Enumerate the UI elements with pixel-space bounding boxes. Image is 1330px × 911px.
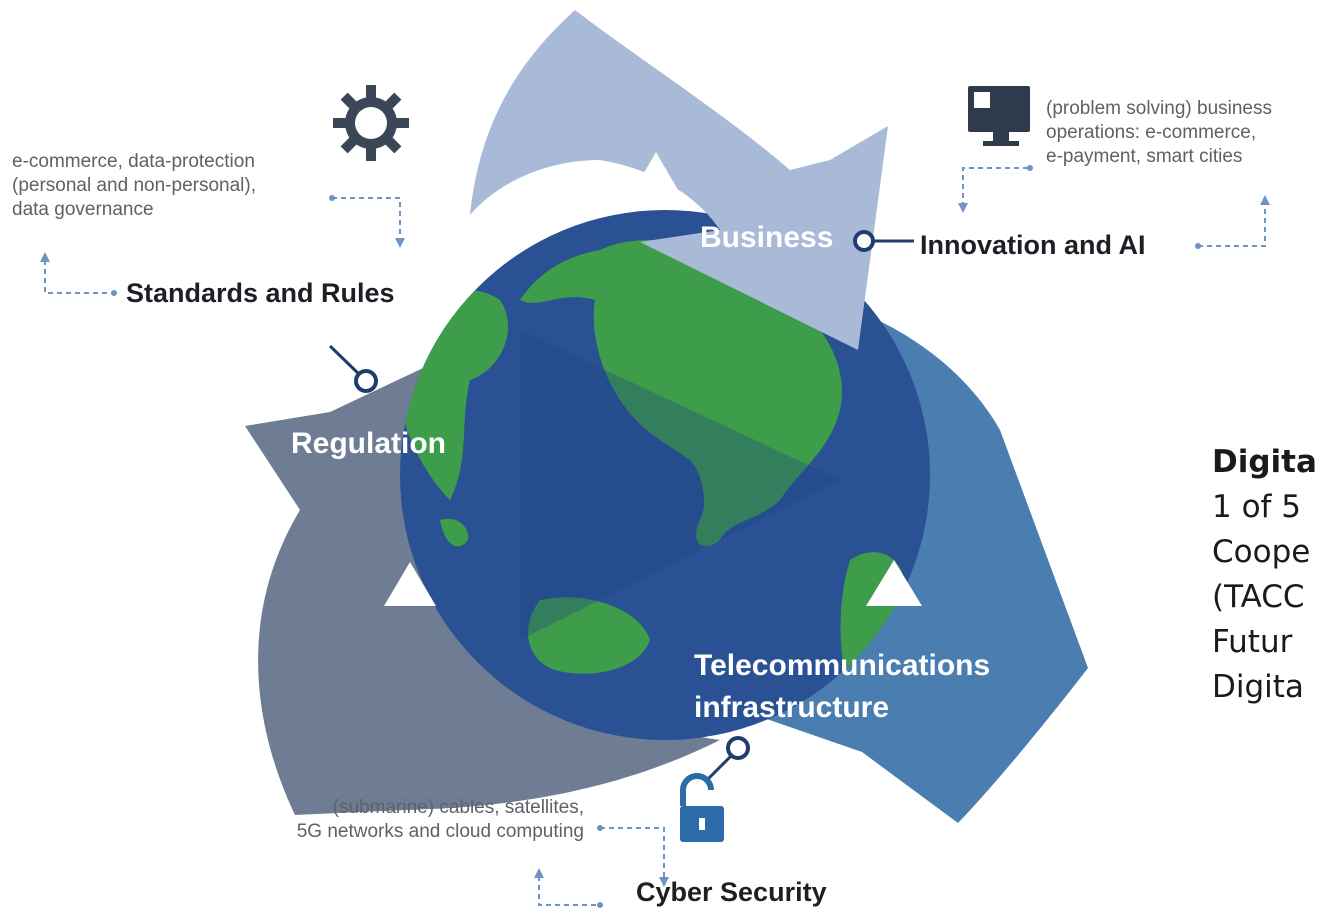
innovation-and-ai-label: Innovation and AI bbox=[920, 230, 1146, 260]
innovation-note-line: operations: e-commerce, bbox=[1046, 122, 1257, 143]
side-caption-heading: Digita bbox=[1212, 444, 1317, 480]
leader-lines bbox=[44, 167, 1266, 906]
leader-arrowheads bbox=[40, 195, 1270, 887]
side-caption: Digita 1 of 5 Coope (TACC Futur Digita bbox=[1212, 440, 1317, 710]
padlock-icon bbox=[680, 773, 724, 842]
gear-icon bbox=[333, 85, 409, 161]
standards-note-line: data governance bbox=[12, 199, 154, 220]
standards-note: e-commerce, data-protection (personal an… bbox=[12, 150, 256, 222]
side-caption-line: Futur bbox=[1212, 624, 1293, 660]
business-connector bbox=[853, 230, 914, 252]
cyber-note-line: 5G networks and cloud computing bbox=[296, 821, 584, 842]
standards-note-line: (personal and non-personal), bbox=[12, 175, 256, 196]
telecom-label-line1: Telecommunications bbox=[694, 649, 991, 682]
side-caption-line: (TACC bbox=[1212, 579, 1305, 615]
leader-dots bbox=[111, 165, 1201, 908]
cyber-note-line: (submarine) cables, satellites, bbox=[332, 797, 584, 818]
innovation-note-line: (problem solving) business bbox=[1046, 98, 1272, 119]
triangle-top bbox=[634, 152, 678, 190]
business-label: Business bbox=[700, 221, 834, 254]
continent-islands bbox=[440, 518, 469, 547]
side-caption-line: Coope bbox=[1212, 534, 1311, 570]
cyber-note: (submarine) cables, satellites, 5G netwo… bbox=[224, 796, 584, 844]
telecom-label-line2: infrastructure bbox=[694, 691, 890, 724]
standards-note-line: e-commerce, data-protection bbox=[12, 151, 255, 172]
side-caption-line: Digita bbox=[1212, 669, 1304, 705]
globe bbox=[400, 210, 930, 740]
innovation-note-line: e-payment, smart cities bbox=[1046, 146, 1243, 167]
regulation-connector bbox=[328, 344, 378, 393]
cyber-security-label: Cyber Security bbox=[636, 877, 827, 907]
standards-and-rules-label: Standards and Rules bbox=[126, 278, 395, 308]
innovation-note: (problem solving) business operations: e… bbox=[1046, 97, 1272, 169]
regulation-label: Regulation bbox=[291, 427, 446, 460]
monitor-icon bbox=[968, 86, 1030, 146]
telecom-connector bbox=[703, 736, 750, 784]
side-caption-line: 1 of 5 bbox=[1212, 489, 1302, 525]
business-arrow bbox=[470, 10, 888, 350]
triangle-right bbox=[866, 560, 922, 606]
continent-north-america bbox=[520, 240, 842, 547]
triangle-left bbox=[384, 562, 436, 606]
continent-australia bbox=[528, 597, 650, 674]
